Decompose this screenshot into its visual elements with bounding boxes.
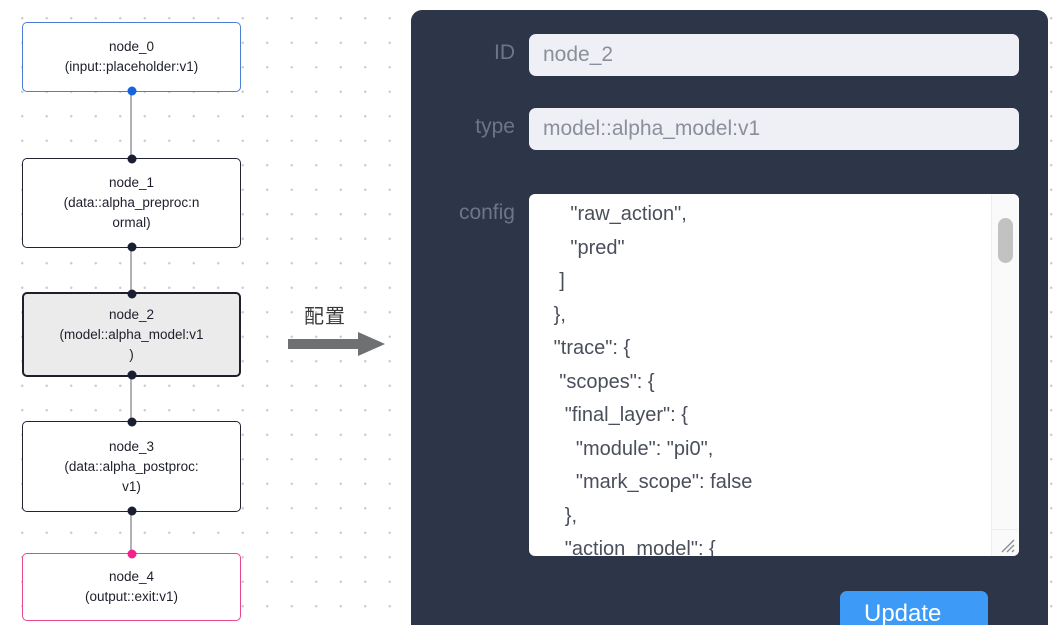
graph-node-node_1[interactable]: node_1 (data::alpha_preproc:n ormal) bbox=[22, 154, 241, 252]
graph-node-node_3[interactable]: node_3 (data::alpha_postproc: v1) bbox=[22, 417, 241, 516]
edge-node2-node3 bbox=[130, 377, 132, 421]
node-title: node_4 bbox=[108, 569, 155, 584]
node-handle-target[interactable] bbox=[127, 549, 136, 559]
field-row-type: type bbox=[411, 108, 1019, 150]
graph-node-node_4[interactable]: node_4 (output::exit:v1) bbox=[22, 549, 241, 621]
config-label: config bbox=[458, 201, 515, 224]
config-textarea-scrollbar[interactable] bbox=[991, 194, 1019, 556]
node-handle-target[interactable] bbox=[127, 417, 136, 427]
node-subtitle: (data::alpha_preproc:n ormal) bbox=[63, 195, 200, 230]
scrollbar-thumb[interactable] bbox=[998, 218, 1013, 263]
node-handle-source[interactable] bbox=[127, 242, 136, 252]
graph-node-node_2[interactable]: node_2 (model::alpha_model:v1 ) bbox=[22, 289, 241, 380]
node-handle-source[interactable] bbox=[127, 506, 136, 516]
graph-node-node_0[interactable]: node_0 (input::placeholder:v1) bbox=[22, 22, 241, 96]
resize-grip-icon[interactable] bbox=[992, 529, 1018, 556]
node-handle-source[interactable] bbox=[127, 370, 136, 380]
node-title: node_1 bbox=[108, 175, 155, 190]
node-handle-target[interactable] bbox=[127, 154, 136, 164]
config-textarea-text[interactable]: "raw_action", "pred" ] }, "trace": { "sc… bbox=[553, 203, 753, 556]
config-textarea[interactable]: "raw_action", "pred" ] }, "trace": { "sc… bbox=[529, 194, 1019, 556]
field-row-config: config "raw_action", "pred" ] }, "trace"… bbox=[411, 194, 1019, 556]
edge-node0-node1 bbox=[130, 92, 132, 158]
annotation-group: 配置 bbox=[288, 300, 398, 360]
right-arrow-icon bbox=[288, 330, 386, 363]
field-row-id: ID bbox=[411, 34, 1019, 76]
node-subtitle: (model::alpha_model:v1 ) bbox=[59, 326, 204, 362]
node-title: node_2 bbox=[108, 306, 155, 322]
type-input[interactable] bbox=[529, 108, 1019, 150]
edge-node3-node4 bbox=[130, 512, 132, 553]
node-config-panel: ID type config "raw_action", "pred" ] },… bbox=[411, 10, 1048, 625]
node-handle-target[interactable] bbox=[127, 289, 136, 299]
type-label: type bbox=[475, 115, 515, 138]
update-button[interactable]: Update bbox=[840, 591, 988, 625]
node-handle-source[interactable] bbox=[127, 86, 136, 96]
id-label: ID bbox=[494, 41, 515, 64]
node-title: node_3 bbox=[108, 438, 155, 454]
node-subtitle: (output::exit:v1) bbox=[84, 589, 179, 604]
node-subtitle: (input::placeholder:v1) bbox=[64, 59, 199, 74]
node-subtitle: (data::alpha_postproc: v1) bbox=[64, 458, 199, 494]
node-title: node_0 bbox=[108, 39, 155, 54]
id-input[interactable] bbox=[529, 34, 1019, 76]
edge-node1-node2 bbox=[130, 248, 132, 292]
annotation-label: 配置 bbox=[304, 306, 346, 328]
bottom-strip bbox=[0, 626, 1062, 643]
